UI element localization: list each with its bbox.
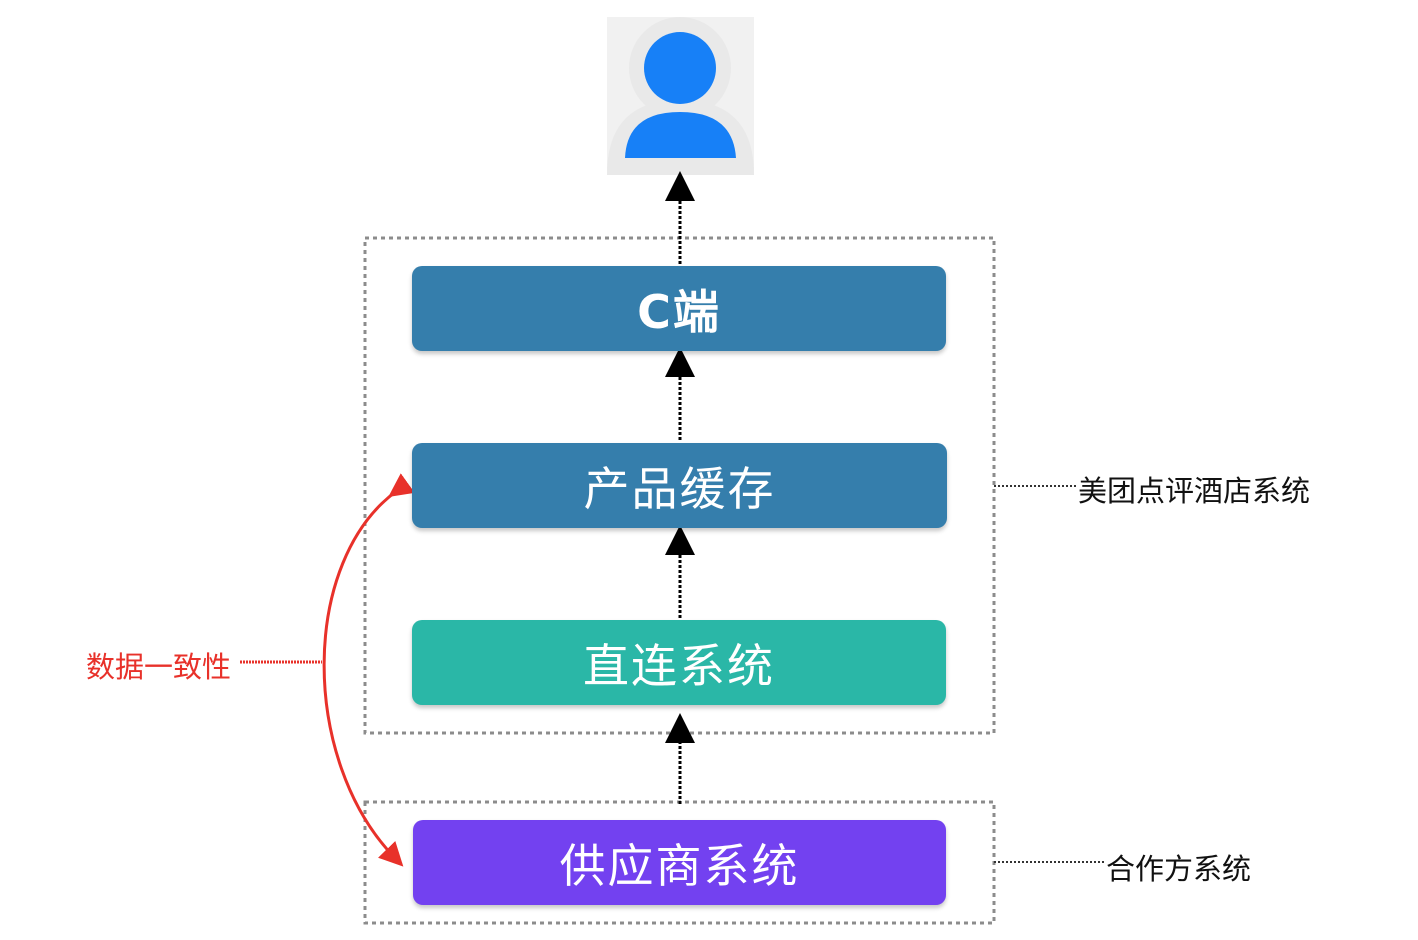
partner-system-label: 合作方系统 xyxy=(1106,852,1252,886)
c-end-box: C端 xyxy=(412,266,946,351)
product-cache-label: 产品缓存 xyxy=(583,461,776,516)
direct-system-label: 直连系统 xyxy=(583,638,775,693)
direct-system-box: 直连系统 xyxy=(412,620,946,705)
supplier-system-label: 供应商系统 xyxy=(559,838,800,893)
c-end-label: C端 xyxy=(637,284,721,339)
data-consistency-label: 数据一致性 xyxy=(86,650,232,684)
meituan-system-label: 美团点评酒店系统 xyxy=(1078,474,1311,508)
consistency-curve xyxy=(322,473,415,867)
product-cache-box: 产品缓存 xyxy=(412,443,947,528)
user-avatar-icon xyxy=(607,17,754,175)
supplier-system-box: 供应商系统 xyxy=(413,820,946,905)
